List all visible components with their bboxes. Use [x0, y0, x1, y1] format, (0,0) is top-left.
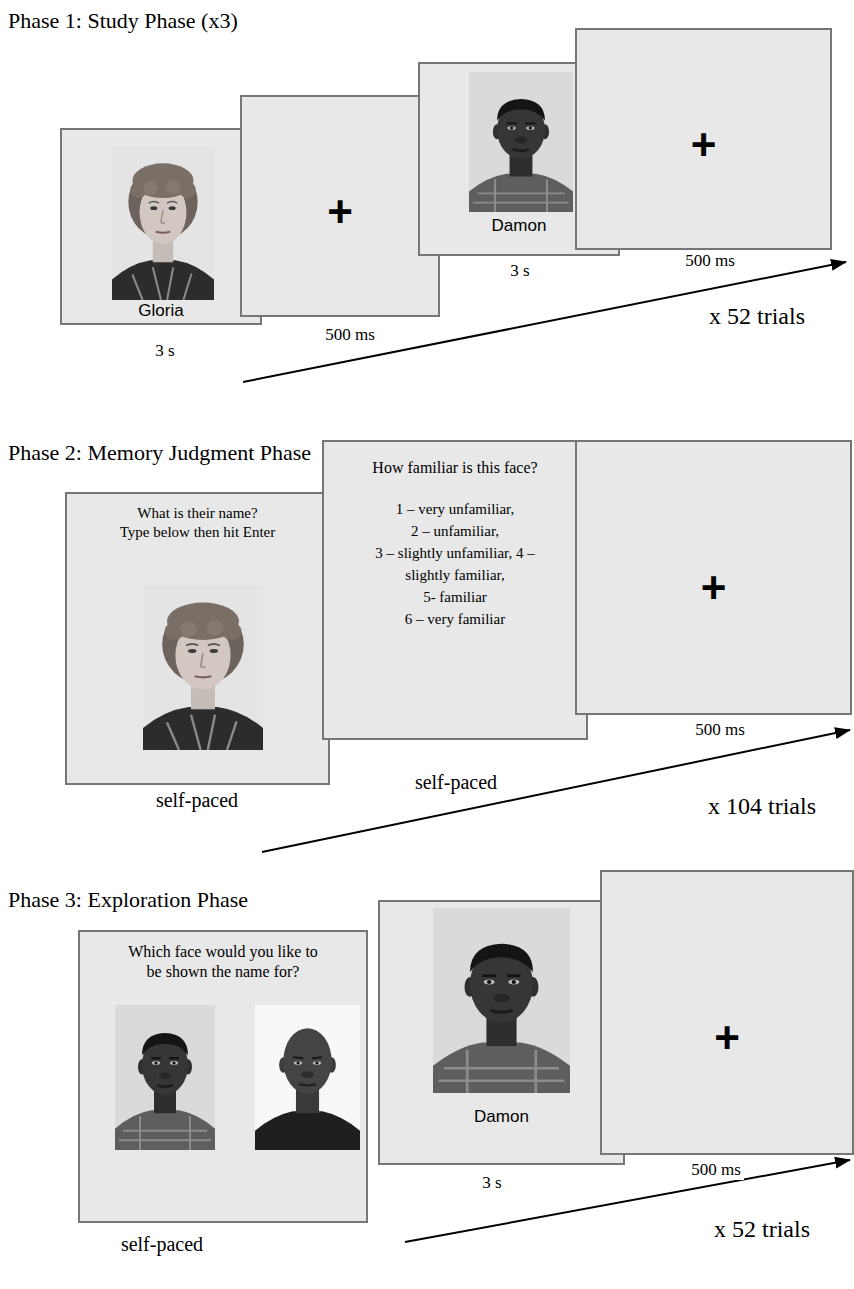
duration-label: self-paced — [118, 1232, 206, 1256]
screen-box: What is their name? Type below then hit … — [65, 492, 330, 785]
phase-heading: Phase 1: Study Phase (x3) — [5, 8, 241, 34]
face-photo — [115, 1005, 215, 1150]
timeline-arrow — [262, 730, 850, 852]
duration-label: self-paced — [412, 770, 500, 794]
text-line: 2 – unfamiliar, — [324, 520, 586, 542]
face-photo — [469, 72, 573, 212]
screen-box: Damon — [378, 900, 625, 1165]
duration-label: 500 ms — [688, 1160, 744, 1180]
trial-count: x 52 trials — [711, 1215, 813, 1244]
duration-label: 500 ms — [692, 720, 748, 740]
screen-text: Damon — [380, 1107, 623, 1127]
duration-label: 500 ms — [682, 251, 738, 271]
fixation-cross: + — [242, 187, 438, 237]
trial-count: x 52 trials — [706, 302, 808, 331]
fixation-cross: + — [602, 1013, 852, 1063]
text-line: What is their name? — [67, 504, 328, 523]
screen-box: + — [575, 28, 832, 250]
duration-label: self-paced — [153, 788, 241, 812]
screen-box: How familiar is this face? 1 – very unfam… — [322, 440, 588, 740]
text-line: 3 – slightly unfamiliar, 4 – — [324, 542, 586, 564]
screen-box: + — [600, 870, 854, 1155]
text-line: Type below then hit Enter — [67, 523, 328, 542]
fixation-cross: + — [577, 563, 850, 613]
screen-text: Which face would you like to be shown th… — [80, 942, 366, 982]
screen-text: How familiar is this face? — [324, 458, 586, 478]
text-line: 1 – very unfamiliar, — [324, 498, 586, 520]
screen-box: + — [575, 440, 852, 715]
screen-text: Gloria — [62, 301, 260, 321]
trial-count: x 104 trials — [705, 792, 819, 821]
text-line: Which face would you like to — [80, 942, 366, 962]
text-line: slightly familiar, — [324, 564, 586, 586]
screen-box: Which face would you like to be shown th… — [78, 930, 368, 1223]
screen-text: What is their name? Type below then hit … — [67, 504, 328, 542]
face-photo — [112, 147, 214, 300]
text-line: be shown the name for? — [80, 962, 366, 982]
screen-box: Gloria — [60, 128, 262, 325]
fixation-cross: + — [577, 120, 830, 170]
text-line: 6 – very familiar — [324, 608, 586, 630]
phase-heading: Phase 2: Memory Judgment Phase — [5, 440, 314, 466]
duration-label: 3 s — [479, 1173, 504, 1193]
duration-label: 500 ms — [322, 325, 378, 345]
duration-label: 3 s — [152, 341, 177, 361]
screen-box: + — [240, 95, 440, 317]
face-photo — [433, 908, 570, 1093]
face-photo — [255, 1005, 360, 1150]
text-line: 5- familiar — [324, 586, 586, 608]
screen-text: 1 – very unfamiliar, 2 – unfamiliar, 3 –… — [324, 498, 586, 630]
phase-heading: Phase 3: Exploration Phase — [5, 887, 251, 913]
face-photo — [143, 585, 263, 750]
duration-label: 3 s — [507, 261, 532, 281]
